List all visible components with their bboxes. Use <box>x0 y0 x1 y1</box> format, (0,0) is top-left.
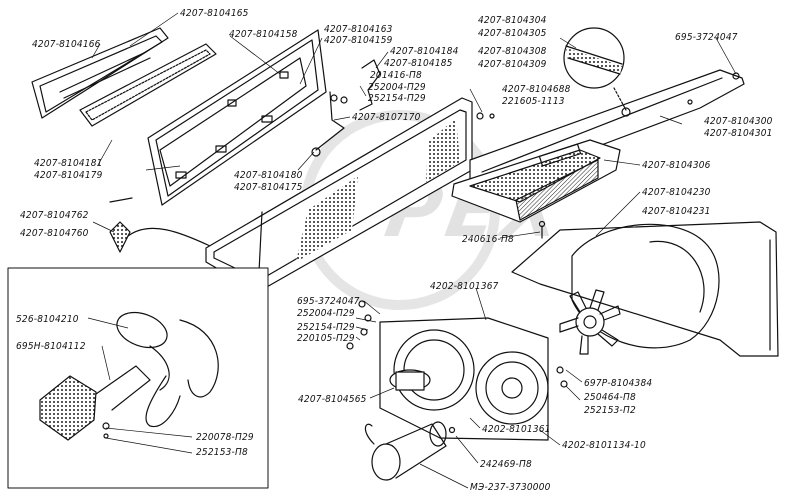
label-part: 250464-П8 <box>584 392 636 403</box>
label-part: 4207-8104308 <box>478 46 547 57</box>
label-part: 4207-8104306 <box>642 160 711 171</box>
label-part: 220078-П29 <box>196 432 254 443</box>
seal-8104179 <box>79 43 217 127</box>
label-part: 252154-П29 <box>368 93 426 104</box>
label-part: 4207-8104305 <box>478 28 547 39</box>
label-part: 4207-8104185 <box>384 58 453 69</box>
screw-240616 <box>538 220 546 239</box>
label-part: 4207-8104231 <box>642 206 711 217</box>
label-part: 220105-П29 <box>297 333 355 344</box>
label-part: 4207-8104166 <box>32 39 101 50</box>
rod <box>109 197 133 203</box>
label-part: 4202-8101134-10 <box>562 440 646 451</box>
label-part: 4207-8104179 <box>34 170 103 181</box>
label-part: 695-3724047 <box>675 32 738 43</box>
label-part: 221605-1113 <box>502 96 565 107</box>
label-part: 4207-8104230 <box>642 187 711 198</box>
label-part: 4207-8104309 <box>478 59 547 70</box>
label-part: 4207-8104304 <box>478 15 547 26</box>
label-part: 4207-8104181 <box>34 158 103 169</box>
label-part: 4207-8104688 <box>502 84 571 95</box>
label-part: 240616-П8 <box>462 234 514 245</box>
fan-housing <box>379 317 549 441</box>
label-part: 242469-П8 <box>480 459 532 470</box>
motor-me237 <box>364 421 447 481</box>
label-part: 252153-П8 <box>196 447 248 458</box>
label-part: 4207-8104163 <box>324 24 393 35</box>
fan-shroud <box>511 221 779 357</box>
label-part: 252153-П2 <box>584 405 636 416</box>
frame-8104166 <box>31 27 169 119</box>
label-part: 4207-8107170 <box>352 112 421 123</box>
hook-8107170 <box>315 91 345 151</box>
label-part: 4207-8104158 <box>229 29 298 40</box>
label-part: 252004-П29 <box>297 308 355 319</box>
label-part: 695-3724047 <box>297 296 360 307</box>
label-part: 4202-8101361 <box>482 424 551 435</box>
fan-impeller <box>559 289 621 355</box>
mesh-inset <box>563 27 627 111</box>
label-part: 526-8104210 <box>16 314 79 325</box>
bracket-8104184 <box>359 59 381 111</box>
label-part: 4207-8104175 <box>234 182 303 193</box>
label-part: 4207-8104159 <box>324 35 393 46</box>
label-part: 697Р-8104384 <box>584 378 653 389</box>
label-part: 4207-8104565 <box>298 394 367 405</box>
label-part: 252004-П29 <box>368 82 426 93</box>
frame-8104158 <box>147 29 327 206</box>
main-duct <box>205 97 473 293</box>
label-part: 4207-8104760 <box>20 228 89 239</box>
label-part: 252154-П29 <box>297 322 355 333</box>
left-detail-box <box>7 267 269 489</box>
label-part: 201416-П8 <box>370 70 422 81</box>
label-part: 695Н-8104112 <box>16 341 86 352</box>
label-part: 4207-8104301 <box>704 128 773 139</box>
bolts-small <box>311 94 568 434</box>
label-part: 4207-8104165 <box>180 8 249 19</box>
mesh-pad <box>109 221 211 253</box>
label-part: 4207-8104180 <box>234 170 303 181</box>
label-part: МЭ-237-3730000 <box>470 482 551 493</box>
label-part: 4207-8104300 <box>704 116 773 127</box>
leader-lines <box>87 12 737 489</box>
label-part: 4202-8101367 <box>430 281 499 292</box>
label-part: 4207-8104184 <box>390 46 459 57</box>
label-part: 4207-8104762 <box>20 210 89 221</box>
diffuser-box <box>451 139 621 223</box>
